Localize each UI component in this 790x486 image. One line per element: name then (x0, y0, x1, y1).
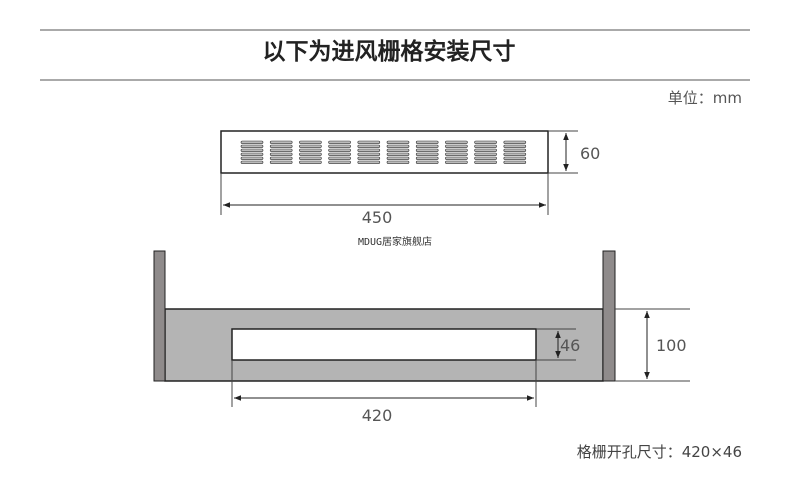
grille-slot (503, 156, 527, 160)
grille-slot (474, 148, 497, 152)
grille-slot (269, 148, 293, 152)
grille-slot (357, 144, 381, 148)
grille-slot (415, 152, 439, 156)
grille-slot (474, 140, 497, 144)
grille-front-view (220, 130, 549, 174)
grille-slot (328, 144, 351, 148)
grille-slot (357, 148, 381, 152)
grille-height-label: 60 (580, 144, 600, 163)
grille-slot (445, 152, 468, 156)
grille-slot (357, 140, 381, 144)
grille-slot (357, 152, 381, 156)
grille-slot (357, 160, 381, 164)
grille-slot (240, 156, 264, 160)
grille-slot (240, 144, 264, 148)
grille-slot (503, 160, 527, 164)
grille-slot (386, 156, 410, 160)
grille-slot (328, 148, 351, 152)
grille-slot (240, 140, 264, 144)
grille-slot (299, 156, 322, 160)
opening-width-label: 420 (362, 406, 393, 425)
watermark: MDUG居家旗舰店 (358, 235, 432, 248)
grille-slot (269, 156, 293, 160)
grille-slot (328, 160, 351, 164)
grille-slot (445, 140, 468, 144)
grille-slot (357, 156, 381, 160)
grille-slot (503, 144, 527, 148)
grille-slot (386, 144, 410, 148)
grille-slot (240, 148, 264, 152)
opening-height-label: 46 (560, 336, 580, 355)
grille-slot (386, 160, 410, 164)
grille-slot (240, 152, 264, 156)
grille-slot (299, 148, 322, 152)
right-cabinet-side (602, 250, 616, 382)
grille-slot (328, 156, 351, 160)
grille-slot (415, 144, 439, 148)
grille-slot (299, 140, 322, 144)
grille-slot (386, 152, 410, 156)
grille-slot (240, 160, 264, 164)
grille-slot (299, 160, 322, 164)
grille-slot (445, 148, 468, 152)
grille-slot (386, 148, 410, 152)
grille-slot (328, 140, 351, 144)
opening-size-note: 格栅开孔尺寸：420×46 (577, 443, 742, 461)
grille-slot (503, 152, 527, 156)
grille-slot (269, 160, 293, 164)
grille-width-label: 450 (362, 208, 393, 227)
grille-slot (299, 152, 322, 156)
page-title: 以下为进风栅格安装尺寸 (263, 38, 516, 65)
grille-slot (503, 140, 527, 144)
grille-slot (415, 148, 439, 152)
grille-slot (415, 156, 439, 160)
grille-slot (445, 156, 468, 160)
grille-slot (269, 140, 293, 144)
vent-opening (231, 328, 537, 361)
grille-slot (299, 144, 322, 148)
grille-slot (474, 156, 497, 160)
grille-slot (328, 152, 351, 156)
grille-slots (240, 140, 527, 164)
unit-label: 单位：mm (668, 89, 742, 107)
grille-slot (415, 140, 439, 144)
grille-slot (445, 144, 468, 148)
grille-slot (269, 144, 293, 148)
grille-slot (386, 140, 410, 144)
grille-slot (474, 144, 497, 148)
grille-slot (269, 152, 293, 156)
grille-slot (415, 160, 439, 164)
grille-slot (445, 160, 468, 164)
left-cabinet-side (153, 250, 166, 382)
grille-slot (474, 160, 497, 164)
panel-height-label: 100 (656, 336, 687, 355)
grille-slot (503, 148, 527, 152)
grille-slot (474, 152, 497, 156)
